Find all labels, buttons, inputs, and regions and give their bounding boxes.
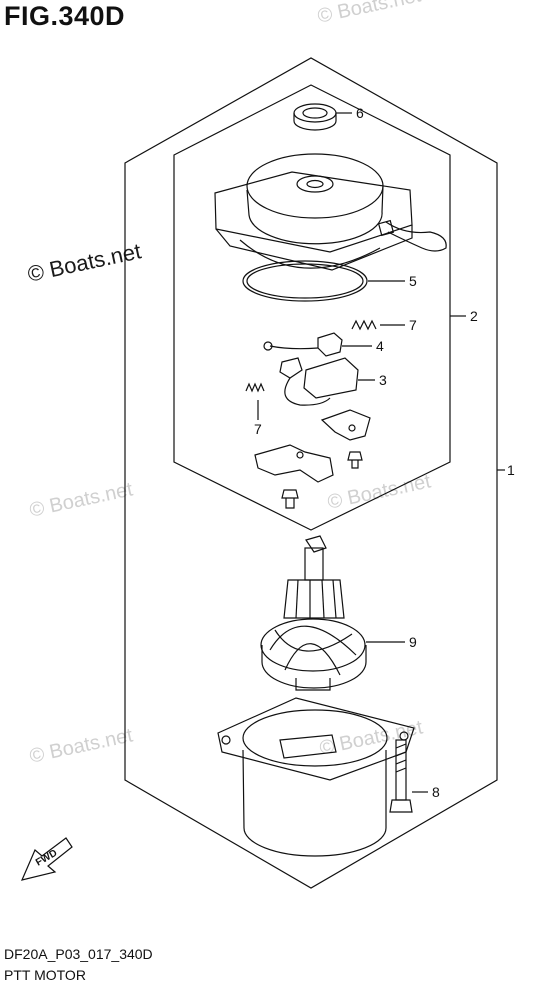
part-motor-cover <box>214 153 447 271</box>
callout-8: 8 <box>432 784 440 800</box>
part-screw-small-b <box>281 489 299 509</box>
callout-3: 3 <box>379 372 387 388</box>
assembly-outline-outer <box>124 57 498 889</box>
callout-2: 2 <box>470 308 478 324</box>
part-oil-seal <box>293 103 337 131</box>
callout-5: 5 <box>409 273 417 289</box>
part-brush <box>263 332 343 357</box>
figure-title: FIG.340D <box>4 1 126 31</box>
part-armature <box>260 535 367 691</box>
callout-9: 9 <box>409 634 417 650</box>
figure-code: DF20A_P03_017_340D <box>4 946 153 962</box>
figure-caption: PTT MOTOR <box>4 967 86 983</box>
callout-1: 1 <box>507 462 515 478</box>
fwd-arrow-icon <box>20 837 73 881</box>
part-motor-case <box>217 697 415 857</box>
part-brush-holder <box>279 357 371 441</box>
part-terminal-plate <box>254 444 334 483</box>
callout-4: 4 <box>376 338 384 354</box>
part-bolt <box>389 739 413 813</box>
part-screw-small-a <box>347 451 363 469</box>
callout-7-lower: 7 <box>254 421 262 437</box>
leader-lines <box>257 112 505 793</box>
callout-7-upper: 7 <box>409 317 417 333</box>
part-o-ring <box>242 260 368 302</box>
part-spring-upper <box>351 319 377 331</box>
callout-6: 6 <box>356 105 364 121</box>
assembly-outline-inner <box>173 84 451 531</box>
part-spring-lower <box>245 382 265 393</box>
